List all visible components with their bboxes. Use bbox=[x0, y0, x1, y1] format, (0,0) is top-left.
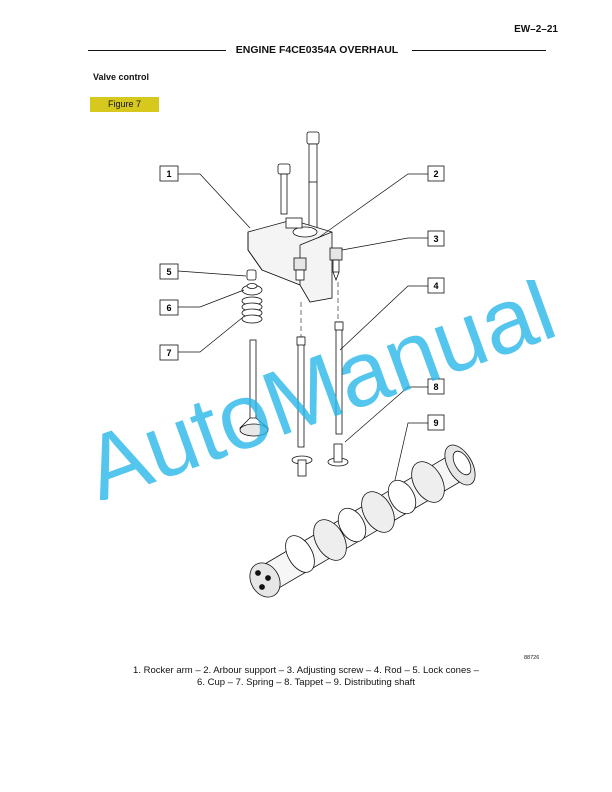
tappet-left bbox=[291, 455, 313, 477]
callout-1: 1 bbox=[159, 165, 179, 182]
rod-right bbox=[334, 321, 344, 435]
callout-7: 7 bbox=[159, 344, 179, 361]
header-rule-left bbox=[88, 50, 226, 51]
rod-left bbox=[296, 336, 306, 448]
callout-8: 8 bbox=[427, 378, 445, 395]
callout-9: 9 bbox=[427, 414, 445, 431]
cup bbox=[241, 283, 263, 296]
short-bolt bbox=[277, 163, 291, 215]
svg-text:1: 1 bbox=[166, 169, 171, 179]
page-title: ENGINE F4CE0354A OVERHAUL bbox=[235, 44, 399, 56]
callout-5: 5 bbox=[159, 263, 179, 280]
svg-text:9: 9 bbox=[433, 418, 438, 428]
caption-line-1: 1. Rocker arm – 2. Arbour support – 3. A… bbox=[133, 665, 479, 676]
callout-4: 4 bbox=[427, 277, 445, 294]
reference-code: 88726 bbox=[524, 655, 540, 661]
svg-text:7: 7 bbox=[166, 348, 171, 358]
svg-text:5: 5 bbox=[166, 267, 171, 277]
rocker-arm-assembly bbox=[247, 217, 343, 303]
lock-cones bbox=[246, 269, 257, 281]
caption-line-2: 6. Cup – 7. Spring – 8. Tappet – 9. Dist… bbox=[197, 676, 415, 688]
figure-caption: 1. Rocker arm – 2. Arbour support – 3. A… bbox=[110, 665, 502, 688]
long-bolt bbox=[306, 131, 320, 235]
callout-6: 6 bbox=[159, 299, 179, 316]
tappet-right bbox=[327, 443, 349, 467]
svg-text:4: 4 bbox=[433, 281, 438, 291]
svg-text:3: 3 bbox=[433, 234, 438, 244]
callout-2: 2 bbox=[427, 165, 445, 182]
distributing-shaft bbox=[249, 444, 476, 598]
figure-label: Figure 7 bbox=[90, 97, 159, 112]
svg-text:6: 6 bbox=[166, 303, 171, 313]
spring bbox=[241, 296, 263, 324]
valve-control-diagram: 1 2 3 4 5 6 7 8 bbox=[159, 131, 476, 598]
callout-3: 3 bbox=[427, 230, 445, 247]
svg-text:2: 2 bbox=[433, 169, 438, 179]
valve bbox=[239, 339, 270, 437]
header-rule-right bbox=[412, 50, 546, 51]
page-header: ENGINE F4CE0354A OVERHAUL bbox=[88, 44, 546, 56]
section-title: Valve control bbox=[93, 72, 150, 82]
page-number: EW–2–21 bbox=[514, 24, 558, 35]
svg-text:8: 8 bbox=[433, 382, 438, 392]
